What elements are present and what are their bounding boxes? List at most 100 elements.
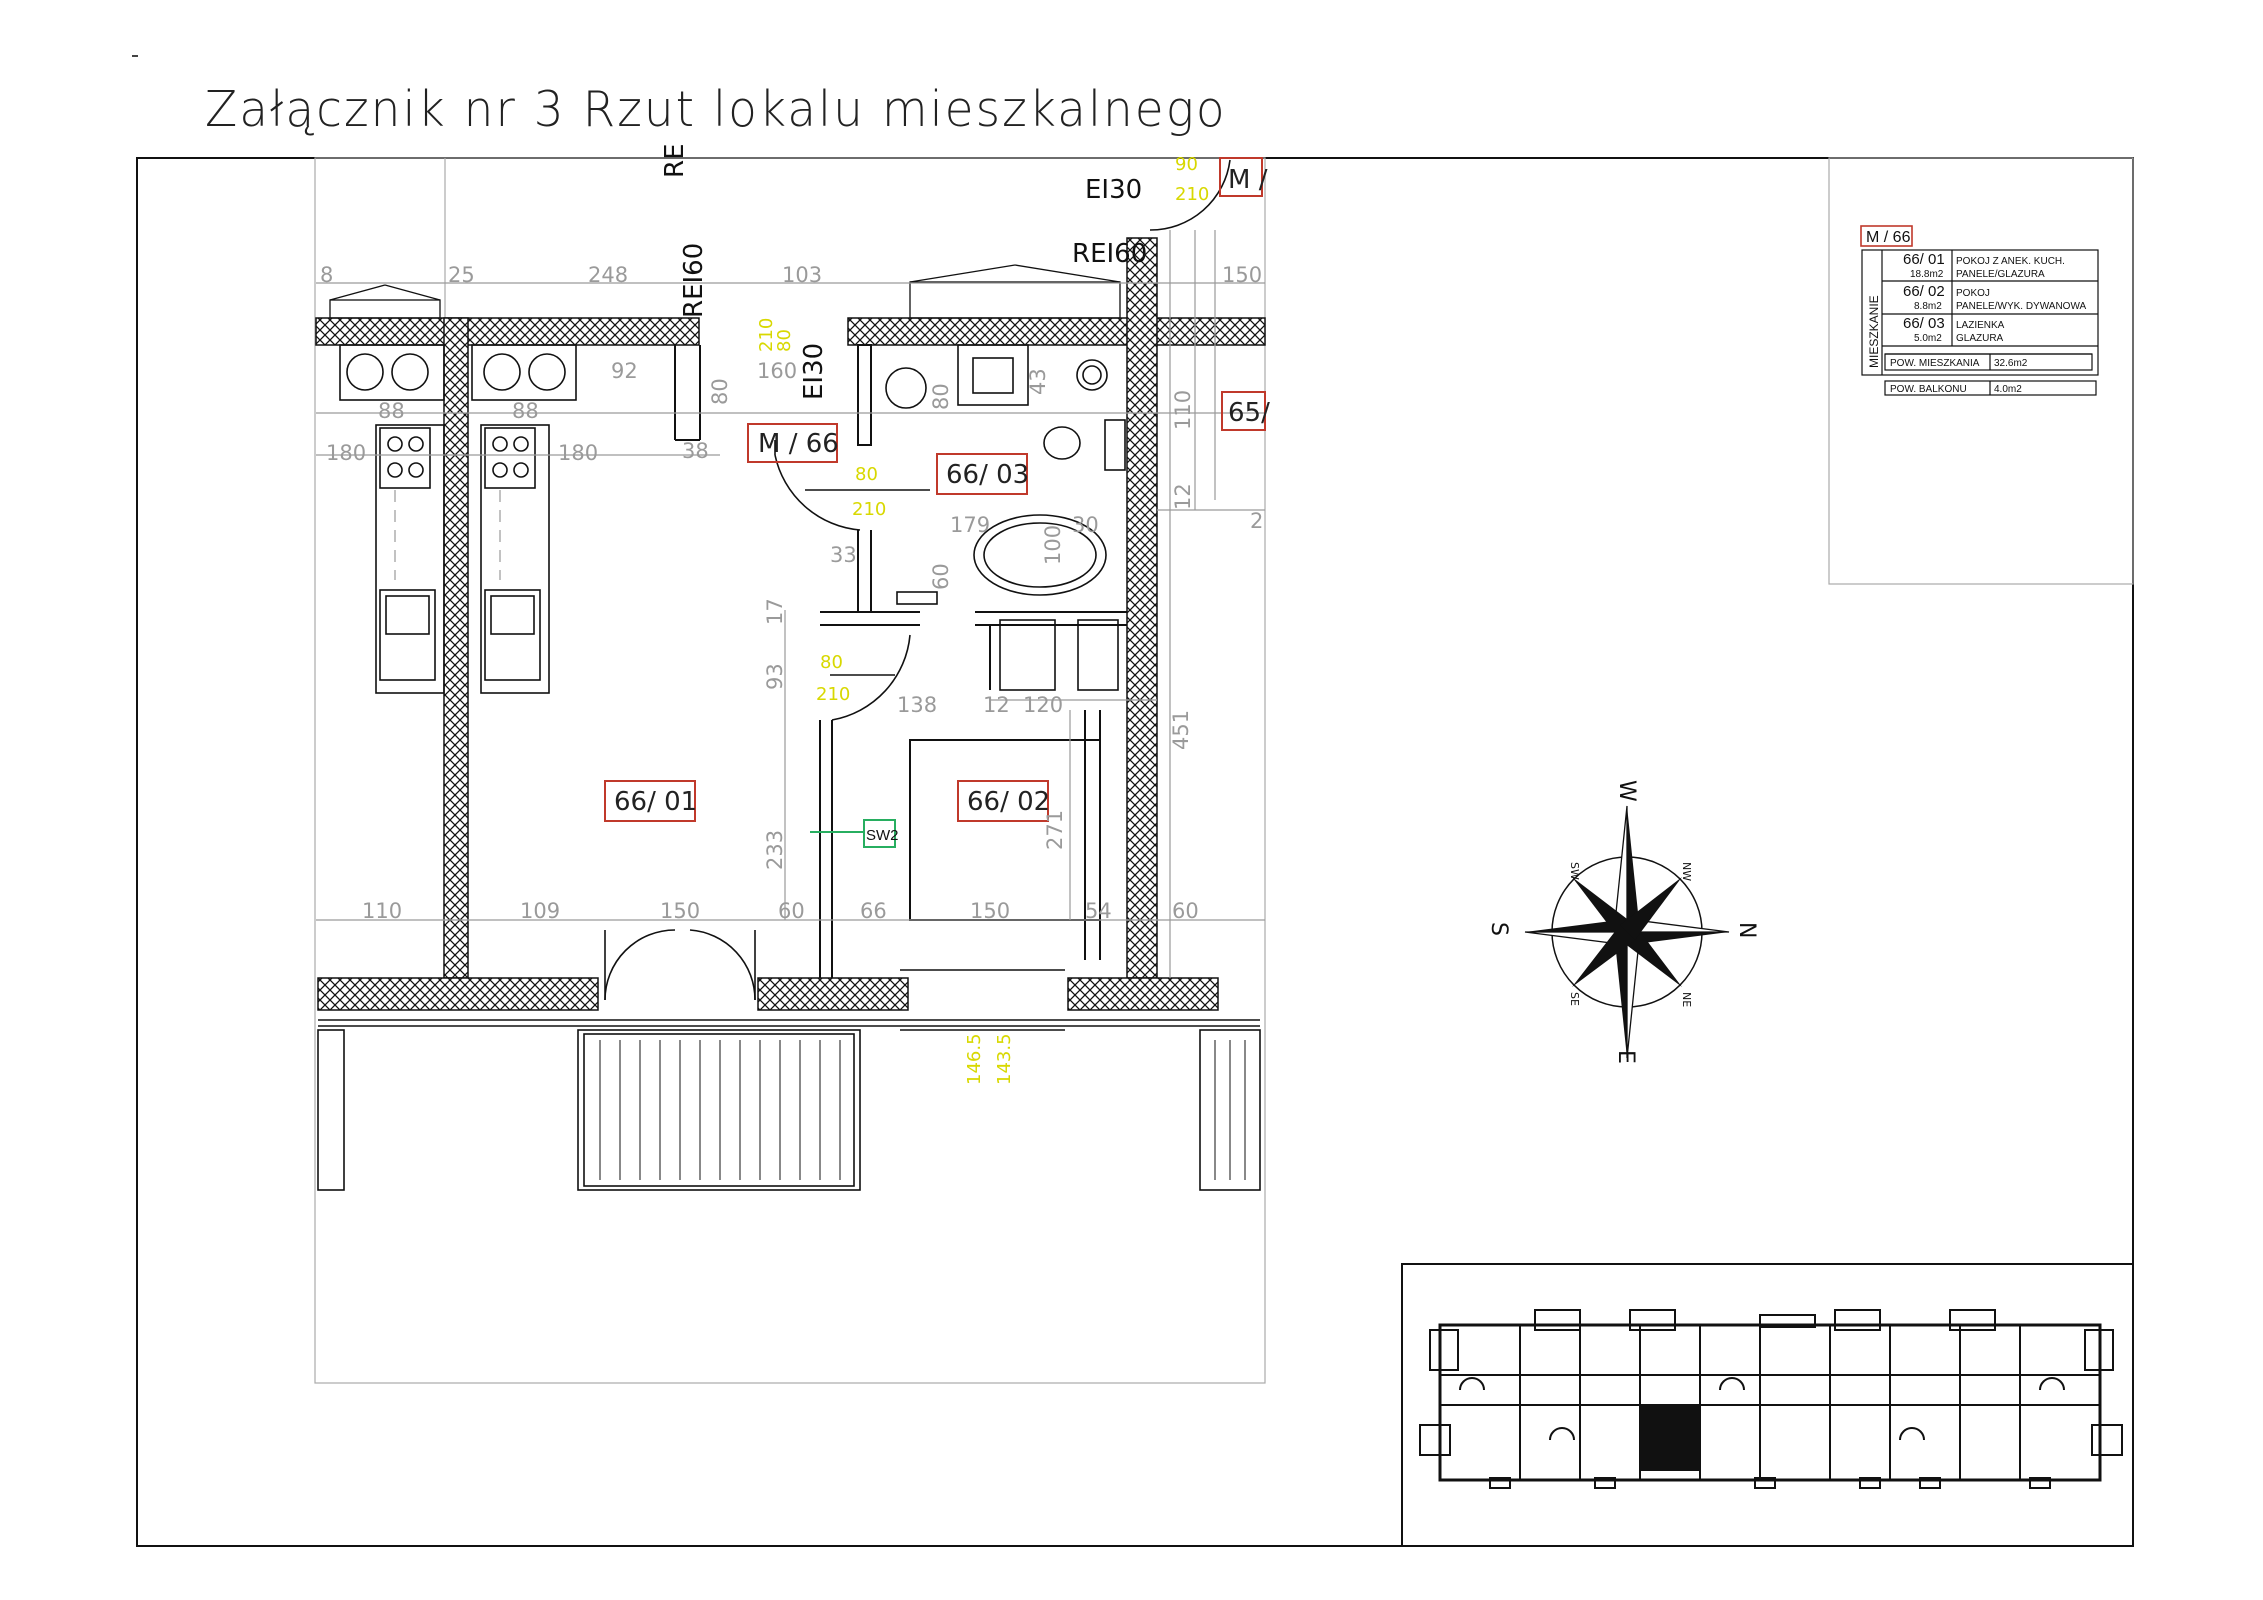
dim-inner-6: 12 <box>983 693 1010 717</box>
key-plan <box>1419 1309 2123 1489</box>
dim-inner-5: 138 <box>897 693 937 717</box>
legend-pow-mieszkania-label: POW. MIESZKANIA <box>1890 358 1980 369</box>
dim-row3-2: 38 <box>682 439 709 463</box>
legend-row-1-area: 18.8m2 <box>1910 269 1944 280</box>
dim-top-3: 103 <box>782 263 822 287</box>
compass-se: SE <box>1568 992 1581 1006</box>
bathroom-fixtures <box>885 344 1126 691</box>
roof-windows <box>329 264 1121 319</box>
legend-row-3-area: 5.0m2 <box>1914 333 1942 344</box>
dim-yellow-1: 210 <box>852 499 886 520</box>
balcony-slats <box>599 1040 1246 1180</box>
dim-inner-13: 110 <box>1171 390 1195 430</box>
fire-rating-ei30-top: EI30 <box>1085 175 1142 205</box>
legend-row-3-finish: GLAZURA <box>1956 333 2004 344</box>
dim-row2-3: 80 <box>708 378 732 405</box>
dim-inner-1: 33 <box>830 543 857 567</box>
dim-top-1: 25 <box>448 263 475 287</box>
legend-side-label: MIESZKANIE <box>1867 295 1881 368</box>
unit-tag-neighbor: 65/ <box>1228 398 1270 428</box>
dim-yellow-4: 80 <box>774 329 795 352</box>
dim-yellow-8: 210 <box>1175 184 1209 205</box>
legend-pow-mieszkania: 32.6m2 <box>1994 358 2028 369</box>
legend-row-1-id: 66/ 01 <box>1903 251 1945 268</box>
room-66-01: 66/ 01 <box>614 787 697 817</box>
dim-yellow-5: 210 <box>756 318 777 352</box>
fire-rating-ei30-door: EI30 <box>799 343 829 400</box>
legend-row-2-area: 8.8m2 <box>1914 301 1942 312</box>
compass-nw: NW <box>1680 862 1693 881</box>
dim-inner-12: 451 <box>1169 710 1193 750</box>
legend-row-3-id: 66/ 03 <box>1903 315 1945 332</box>
page-title: Załącznik nr 3 Rzut lokalu mieszkalnego <box>205 80 1227 139</box>
dim-inner-8: 93 <box>763 663 787 690</box>
dim-bottom-5: 150 <box>970 899 1010 923</box>
doors <box>604 159 1231 1001</box>
dim-inner-10: 233 <box>763 830 787 870</box>
dim-inner-11: 271 <box>1043 810 1067 850</box>
compass-ne: NE <box>1680 992 1693 1007</box>
dim-row3-0: 180 <box>326 441 366 465</box>
kitchen-counters <box>339 344 577 694</box>
compass-n: N <box>1734 922 1759 938</box>
dim-yellow-7: 143.5 <box>994 1033 1015 1085</box>
dim-inner-14: 12 <box>1171 483 1195 510</box>
legend-pow-balkonu: 4.0m2 <box>1994 384 2022 395</box>
dim-row2-4: 160 <box>757 359 797 383</box>
compass-e: E <box>1613 1050 1638 1064</box>
legend-row-2-finish: PANELE/WYK. DYWANOWA <box>1956 301 2087 312</box>
dim-row2-1: 88 <box>512 399 539 423</box>
fire-rating-rei-top: RE <box>660 144 690 179</box>
dim-inner-4: 30 <box>1072 513 1099 537</box>
dim-yellow-6: 146.5 <box>964 1033 985 1085</box>
dim-yellow-3: 210 <box>816 684 850 705</box>
legend-row-3-name: LAZIENKA <box>1956 320 2005 331</box>
unit-tag-top: M / <box>1228 165 1268 195</box>
fire-rating-rei60-left: REI60 <box>679 243 709 318</box>
legend-row-1-finish: PANELE/GLAZURA <box>1956 269 2045 280</box>
compass-s: S <box>1486 922 1511 936</box>
dim-inner-15: 2 <box>1250 509 1263 533</box>
dim-yellow-9: 90 <box>1175 154 1198 175</box>
dim-inner-2: 60 <box>929 563 953 590</box>
fire-rating-rei60-right: REI60 <box>1072 239 1147 269</box>
legend-table <box>1860 225 2099 396</box>
dim-row2-6: 43 <box>1026 368 1050 395</box>
dim-inner-3: 100 <box>1041 525 1065 565</box>
dim-yellow-2: 80 <box>820 652 843 673</box>
legend-row-2-name: POKOJ <box>1956 288 1990 299</box>
legend-panel <box>1828 157 2134 585</box>
dim-inner-9: 17 <box>763 598 787 625</box>
partitions <box>674 344 1127 978</box>
dim-bottom-1: 109 <box>520 899 560 923</box>
compass-sw: SW <box>1568 862 1581 880</box>
dim-bottom-0: 110 <box>362 899 402 923</box>
corner-mark <box>132 55 138 57</box>
legend-row-1-name: POKOJ Z ANEK. KUCH. <box>1956 256 2065 267</box>
dim-row3-1: 180 <box>558 441 598 465</box>
room-66-01-frame <box>604 780 696 822</box>
sw2-tag: SW2 <box>866 827 899 844</box>
dim-bottom-6: 54 <box>1085 899 1112 923</box>
dim-row2-5: 80 <box>929 383 953 410</box>
room-66-03-frame <box>936 453 1028 495</box>
room-66-03: 66/ 03 <box>946 460 1029 490</box>
dim-row2-2: 92 <box>611 359 638 383</box>
dim-top-0: 8 <box>320 263 333 287</box>
dim-row2-0: 88 <box>378 399 405 423</box>
dim-bottom-3: 60 <box>778 899 805 923</box>
dim-bottom-2: 150 <box>660 899 700 923</box>
dim-bottom-4: 66 <box>860 899 887 923</box>
dimension-lines <box>316 230 1265 978</box>
dim-inner-0: 179 <box>950 513 990 537</box>
legend-header: M / 66 <box>1866 229 1911 246</box>
compass-w: W <box>1614 780 1639 802</box>
balconies <box>317 969 1261 1191</box>
room-66-02: 66/ 02 <box>967 787 1050 817</box>
keyplan-panel <box>1401 1263 2134 1547</box>
legend-row-2-id: 66/ 02 <box>1903 283 1945 300</box>
legend-pow-balkonu-label: POW. BALKONU <box>1890 384 1967 395</box>
compass-rose <box>1524 805 1730 1059</box>
drawing-viewport <box>314 157 1266 1384</box>
